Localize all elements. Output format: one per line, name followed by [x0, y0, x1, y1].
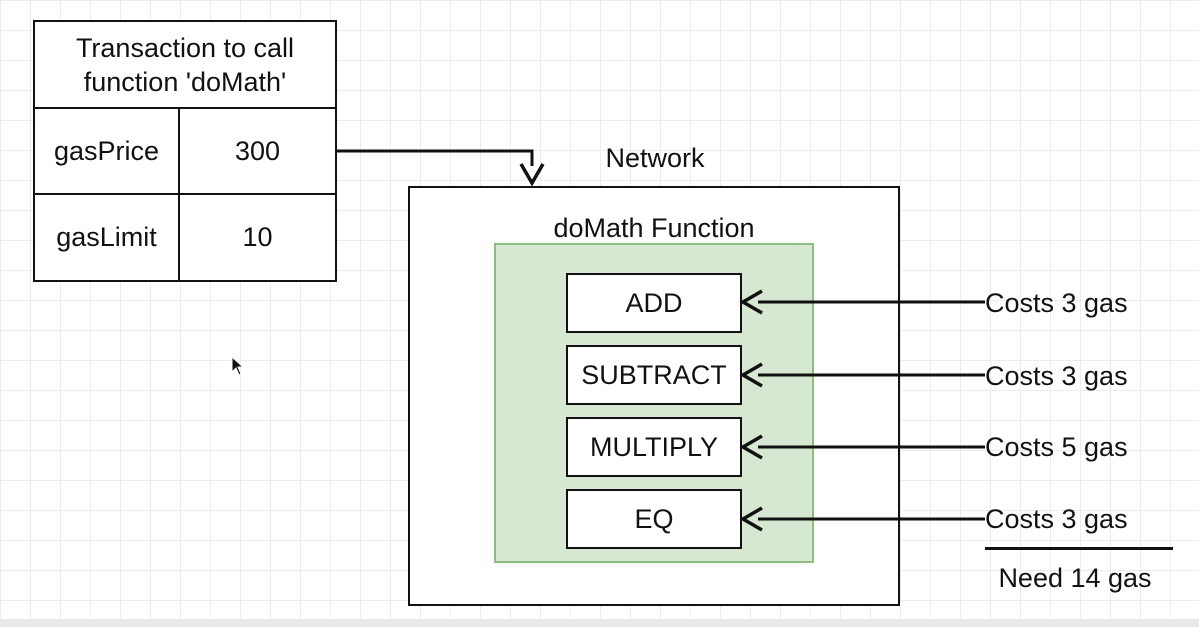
bottom-bar: [0, 619, 1199, 627]
cost-arrowhead-subtract: [739, 362, 763, 388]
gas-price-key: gasPrice: [35, 109, 180, 193]
gas-price-value: 300: [234, 135, 281, 166]
transaction-row-gas-limit: gasLimit 10: [35, 195, 335, 280]
total-gas-label: Need 14 gas: [998, 562, 1152, 593]
transaction-title: Transaction to call function 'doMath': [35, 22, 335, 109]
cost-add: Costs 3 gas: [985, 287, 1128, 318]
operation-add: ADD: [566, 273, 742, 333]
network-label: Network: [605, 142, 705, 173]
cost-arrowhead-eq: [739, 506, 763, 532]
cost-multiply: Costs 5 gas: [985, 431, 1128, 462]
transaction-to-network-arrowhead: [519, 163, 545, 187]
cost-arrowhead-multiply: [739, 434, 763, 460]
operation-eq: EQ: [566, 489, 742, 549]
operation-multiply: MULTIPLY: [566, 417, 742, 477]
sum-line: [985, 547, 1173, 550]
mouse-cursor-icon: [231, 356, 245, 376]
cost-arrowhead-add: [739, 289, 763, 315]
transaction-to-network-arrow: [337, 149, 534, 166]
cost-subtract: Costs 3 gas: [985, 360, 1128, 391]
gas-limit-value: 10: [242, 222, 273, 252]
function-label: doMath Function: [553, 212, 755, 243]
operation-subtract: SUBTRACT: [566, 345, 742, 405]
gas-limit-key: gasLimit: [35, 195, 180, 280]
transaction-title-text: Transaction to call function 'doMath': [75, 32, 295, 97]
transaction-table: Transaction to call function 'doMath' ga…: [33, 20, 337, 282]
transaction-row-gas-price: gasPrice 300: [35, 109, 335, 195]
cost-eq: Costs 3 gas: [985, 503, 1128, 534]
